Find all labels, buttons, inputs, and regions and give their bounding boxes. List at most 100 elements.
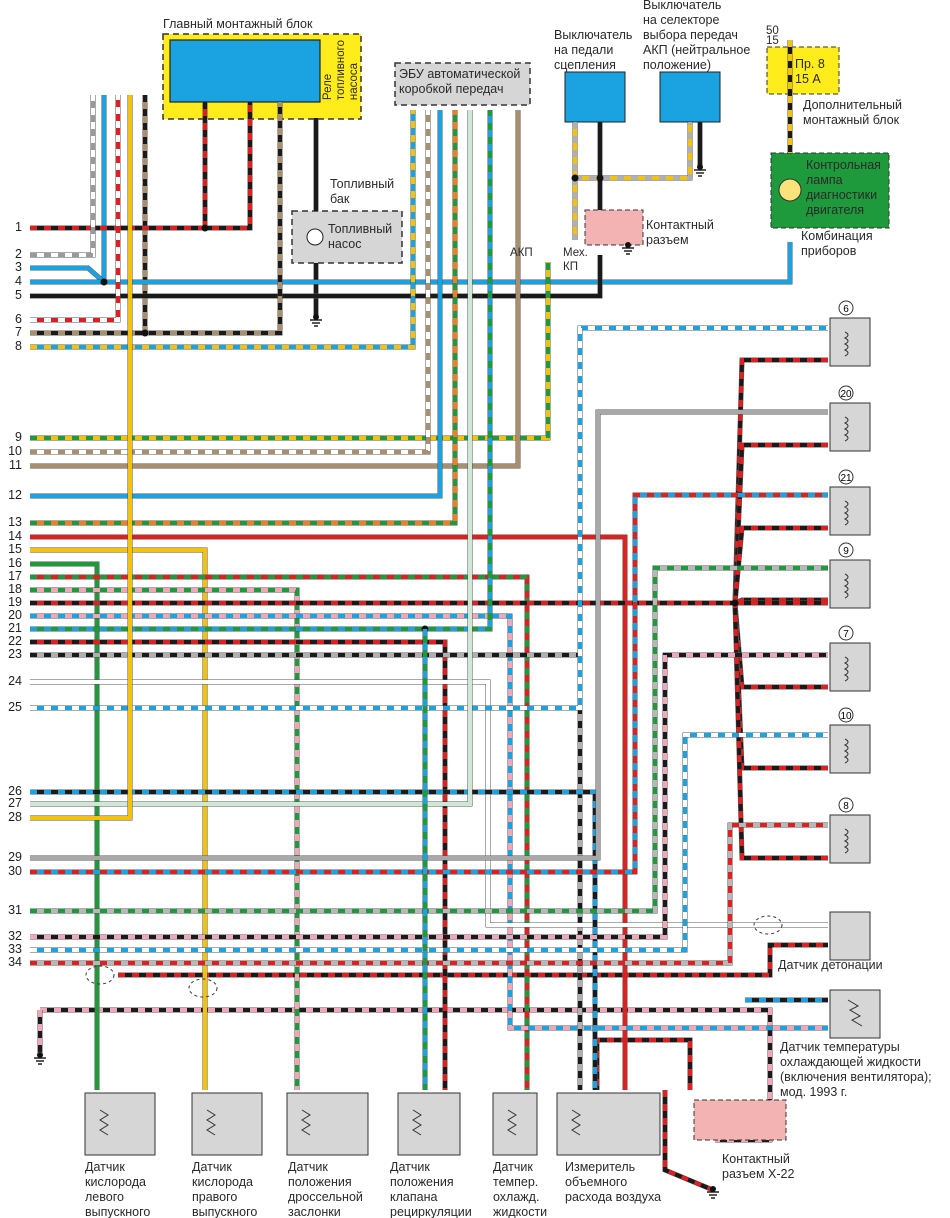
- wire-20: [30, 614, 828, 1030]
- wire-5: [30, 255, 602, 298]
- injector-number-label: 6: [843, 304, 849, 315]
- injector-feed-wire-stripe: [733, 602, 828, 689]
- wire-number-label: 21: [8, 621, 22, 635]
- junction-dot: [731, 599, 739, 607]
- ground-icon: [622, 247, 634, 255]
- injector-coil-icon: [843, 573, 849, 599]
- injector-number-badge: [838, 707, 854, 723]
- switch-link-wire-stripe: [573, 122, 692, 180]
- knock-sensor-label: Датчик детонации: [778, 958, 883, 972]
- airflow-meter-box: [556, 1092, 661, 1156]
- wire-14-outline: [30, 534, 628, 1090]
- injector-coil-icon: [843, 828, 849, 854]
- wire-number-label: 34: [8, 955, 22, 969]
- wire-30-stripe: [30, 493, 828, 874]
- resistor-icon: [99, 1109, 109, 1136]
- wire-33: [30, 733, 828, 952]
- relay-label: Реле топливного насоса: [322, 40, 360, 101]
- ground-icon: [310, 319, 322, 327]
- wire-13-stripe: [30, 110, 457, 525]
- fan-temp-sensor-label: Датчик температуры охлаждающей жидкости …: [780, 1040, 932, 1099]
- shield-icon: [85, 965, 115, 985]
- motor-icon: [306, 228, 324, 246]
- injector-feed-wire-stripe: [733, 602, 828, 860]
- injector-coil-icon: [843, 500, 849, 526]
- ground-dot: [625, 242, 631, 248]
- egr-sensor-box: [397, 1092, 461, 1156]
- mech-kp-label: Мех. КП: [563, 247, 588, 273]
- wire-4: [30, 242, 792, 284]
- o2-right-label: Датчик кислорода правого выпускного колл…: [192, 1160, 258, 1218]
- clutch-switch-label: Выключатель на педали сцепления: [554, 28, 633, 72]
- switch-link-wire-outline: [572, 122, 693, 181]
- wire-2: [30, 95, 95, 257]
- fan-temp-sensor-box: [829, 989, 881, 1039]
- connector-x22-box: [693, 1099, 787, 1141]
- wire-18-stripe: [30, 588, 299, 1090]
- selector-switch-label: Выключатель на селекторе выбора передач …: [643, 0, 751, 72]
- wire-number-label: 20: [8, 608, 22, 622]
- check-lamp-label: Контрольная лампа диагностики двигателя: [806, 158, 881, 217]
- wire-number-label: 26: [8, 784, 22, 798]
- resistor-icon: [412, 1109, 422, 1136]
- wire-34: [30, 823, 828, 965]
- wire-number-label: 32: [8, 929, 22, 943]
- o2-left-label: Датчик кислорода левого выпускного колле…: [85, 1160, 151, 1218]
- coolant-temp-sensor-label: Датчик темпер. охлажд. жидкости: [493, 1160, 548, 1218]
- fuel-pump-relay: [169, 39, 321, 103]
- shield-icon: [188, 978, 218, 998]
- injector-number-badge: [838, 385, 854, 401]
- wire-1-outline: [30, 102, 253, 231]
- injector-coil-icon: [843, 738, 849, 764]
- ecu-box: [394, 62, 531, 106]
- wire-number-label: 18: [8, 582, 22, 596]
- injector-feed-wire-outline: [732, 602, 828, 861]
- ground-icon: [34, 1057, 46, 1065]
- wire-24: [30, 680, 828, 927]
- fuse-block: [766, 46, 840, 95]
- wire-14: [30, 535, 627, 1090]
- wire-17-stripe: [30, 575, 529, 1090]
- injector-number-label: 10: [840, 711, 852, 722]
- check-engine-lamp-icon: [778, 178, 802, 202]
- wire-32-stripe: [30, 653, 828, 939]
- ground-dot: [710, 1186, 716, 1192]
- shield-icon: [753, 915, 783, 935]
- airflow-meter-label: Измеритель объемного расхода воздуха: [565, 1160, 662, 1204]
- wire-26-stripe: [30, 790, 597, 1090]
- injector-coil-icon: [843, 656, 849, 682]
- wire-number-label: 14: [8, 529, 22, 543]
- wire-31-stripe: [30, 566, 828, 913]
- o2-left-sensor-box: [84, 1092, 156, 1156]
- wire-number-label: 12: [8, 488, 22, 502]
- resistor-icon: [507, 1109, 517, 1136]
- wire-number-label: 1: [15, 220, 22, 234]
- ground-dot: [37, 1052, 43, 1058]
- akp-label: АКП: [510, 247, 533, 259]
- wire-29: [30, 410, 828, 860]
- clutch-switch-box: [564, 71, 626, 123]
- junction-dot: [201, 224, 209, 232]
- injector-feed-wire: [733, 602, 828, 689]
- throttle-sensor-box: [286, 1092, 369, 1156]
- instrument-cluster-label: Комбинация приборов: [801, 229, 873, 258]
- wire-1: [30, 102, 252, 230]
- terminal-50-label: 50: [766, 25, 779, 37]
- wire-number-label: 31: [8, 903, 22, 917]
- wire-number-label: 4: [15, 274, 22, 288]
- wire-18-outline: [30, 587, 300, 1090]
- fuse-label: Пр. 8 15 А: [795, 57, 825, 86]
- injector-number-label: 9: [843, 546, 849, 557]
- wire-6-stripe: [30, 95, 120, 322]
- wire-number-label: 9: [15, 430, 22, 444]
- injector-number-label: 7: [843, 629, 849, 640]
- wire-10-stripe: [30, 110, 430, 454]
- wire-2-stripe: [30, 95, 95, 257]
- wire-16: [30, 562, 99, 1090]
- terminal-15-label: 15: [766, 35, 779, 47]
- injector-feed-wire-stripe: [734, 598, 828, 605]
- connector-x22-label: Контактный разъем X-22: [722, 1152, 795, 1181]
- ground-dot: [697, 164, 703, 170]
- injector-21: [829, 486, 871, 536]
